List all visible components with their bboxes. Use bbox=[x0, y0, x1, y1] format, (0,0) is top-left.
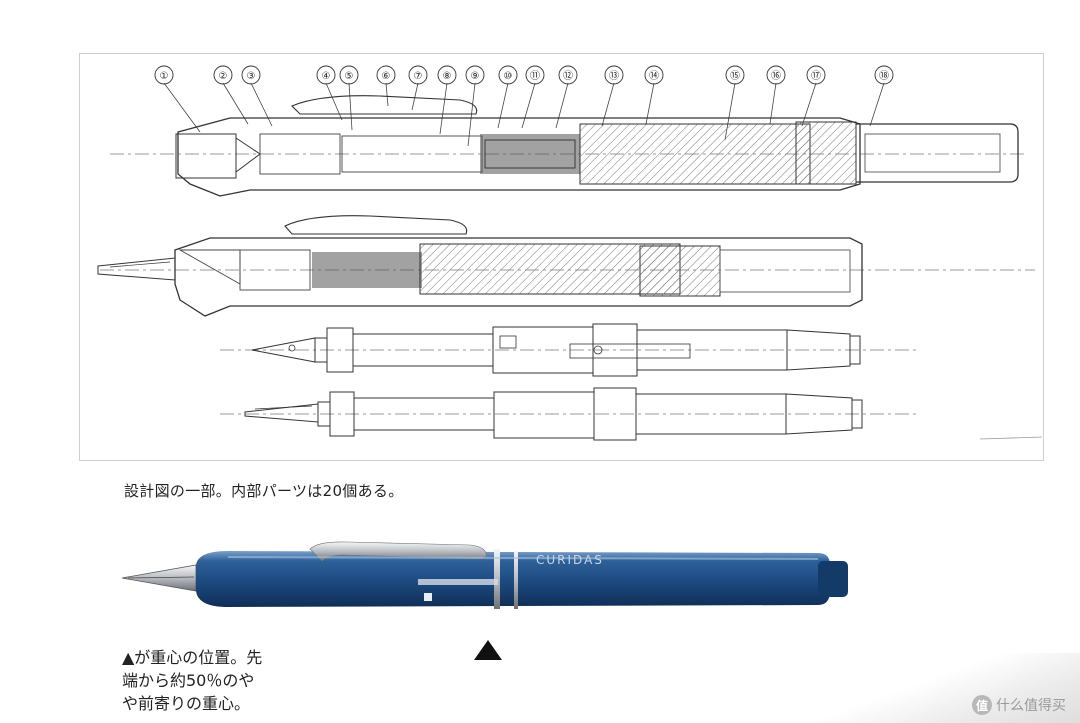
triangle-up-icon bbox=[474, 640, 502, 660]
part-number-label: ⑨ bbox=[471, 71, 480, 82]
part-balloon bbox=[154, 65, 174, 85]
part-number-balloons: ① ② ③ ④ ⑤ ⑥ ⑦ ⑧ ⑨ ⑩ ⑪ ⑫ ⑬ ⑭ ⑮ ⑯ ⑰ ⑱ bbox=[154, 65, 894, 85]
corner-shade bbox=[820, 653, 1080, 723]
section-view-uncapped bbox=[97, 215, 1035, 317]
caption-line-3: や前寄りの重心。 bbox=[122, 694, 251, 713]
watermark: 值 什么值得买 bbox=[972, 695, 1066, 715]
caption-line-2: 端から約50％のや bbox=[122, 671, 255, 690]
knock-button bbox=[818, 561, 848, 597]
part-number-label: ⑰ bbox=[811, 70, 821, 82]
watermark-text: 什么值得买 bbox=[996, 698, 1066, 714]
part-balloon bbox=[213, 65, 233, 85]
drawing-caption: 設計図の一部。内部パーツは20個ある。 bbox=[124, 482, 404, 500]
pen-photo: CURIDAS bbox=[121, 541, 848, 609]
part-number-label: ⑬ bbox=[609, 70, 619, 82]
part-number-label: ② bbox=[219, 71, 228, 82]
outline-view-top bbox=[220, 323, 920, 377]
leader-lines bbox=[163, 82, 885, 147]
part-number-label: ④ bbox=[322, 71, 331, 82]
part-number-label: ⑪ bbox=[530, 70, 540, 82]
caption-line-1: ▲が重心の位置。先 bbox=[122, 648, 263, 667]
part-number-label: ③ bbox=[247, 71, 256, 82]
outline-view-bottom bbox=[220, 387, 1043, 441]
pen-body bbox=[196, 551, 830, 607]
part-number-label: ⑭ bbox=[649, 70, 659, 82]
section-view-capped bbox=[110, 95, 1025, 197]
brand-text: CURIDAS bbox=[536, 553, 604, 567]
part-number-label: ⑥ bbox=[382, 71, 391, 82]
center-of-gravity-caption: ▲が重心の位置。先 端から約50％のや や前寄りの重心。 bbox=[122, 646, 312, 715]
part-number-label: ⑧ bbox=[443, 71, 452, 82]
part-number-label: ⑫ bbox=[563, 70, 573, 82]
part-balloon bbox=[241, 65, 261, 85]
part-number-label: ⑯ bbox=[771, 70, 781, 82]
part-number-label: ⑱ bbox=[879, 70, 889, 82]
design-drawing: ① ② ③ ④ ⑤ ⑥ ⑦ ⑧ ⑨ ⑩ ⑪ ⑫ ⑬ ⑭ ⑮ ⑯ ⑰ ⑱ bbox=[79, 53, 1044, 461]
part-number-label: ⑤ bbox=[345, 71, 354, 82]
part-number-label: ⑦ bbox=[414, 71, 423, 82]
watermark-logo-icon: 值 bbox=[972, 695, 992, 715]
part-number-label: ⑩ bbox=[504, 71, 513, 82]
part-number-label: ⑮ bbox=[730, 70, 740, 82]
part-number-label: ① bbox=[160, 71, 169, 82]
drawing-svg: ① ② ③ ④ ⑤ ⑥ ⑦ ⑧ ⑨ ⑩ ⑪ ⑫ ⑬ ⑭ ⑮ ⑯ ⑰ ⑱ bbox=[97, 65, 1043, 441]
